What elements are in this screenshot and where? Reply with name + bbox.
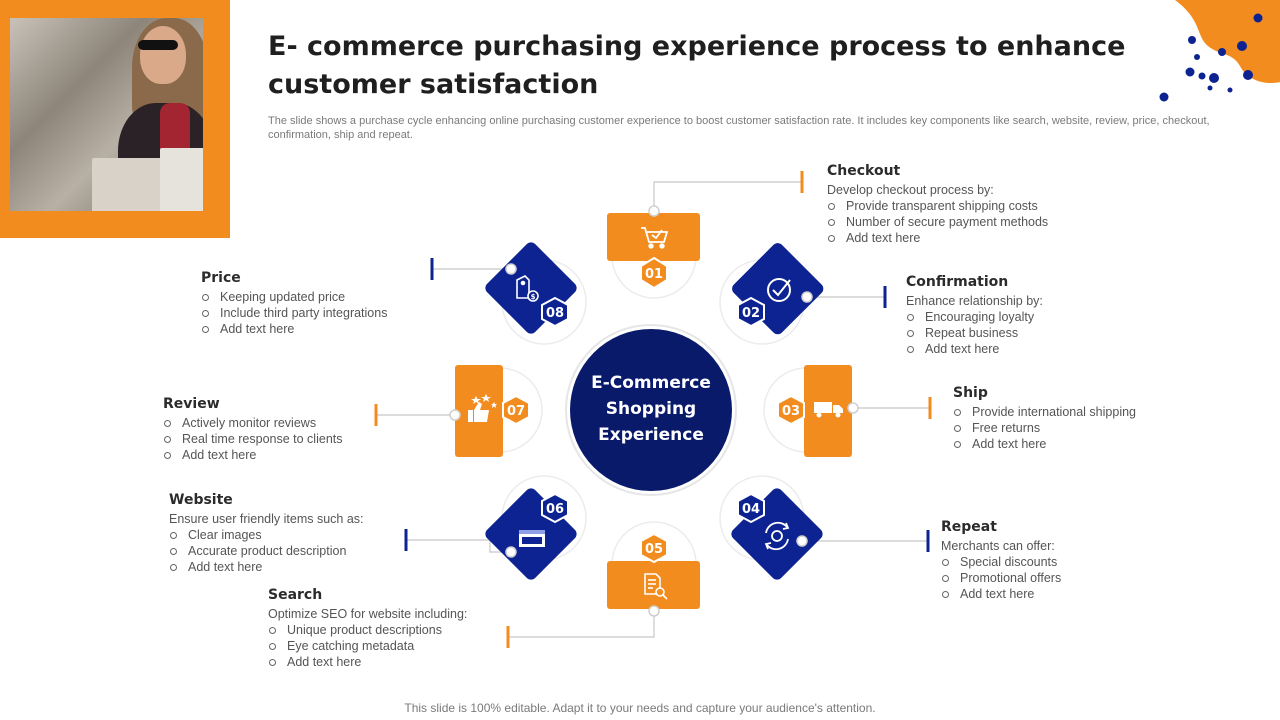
truck-icon [814, 402, 843, 418]
list-item: Include third party integrations [201, 305, 387, 321]
photo-frame [0, 0, 230, 238]
step-title: Website [169, 492, 233, 508]
browser-window-icon [519, 530, 545, 547]
step-intro: Develop checkout process by: [827, 183, 994, 197]
shopping-woman-photo [10, 18, 203, 211]
step-search-block: Search Optimize SEO for website includin… [268, 587, 467, 670]
step-checkout-block: Checkout Develop checkout process by: Pr… [827, 163, 1048, 246]
list-item: Provide transparent shipping costs [827, 198, 1048, 214]
node-03 [777, 365, 859, 457]
list-item: Add text here [163, 447, 343, 463]
step-title: Checkout [827, 163, 901, 179]
list-item: Free returns [953, 420, 1136, 436]
step-number-03: 03 [782, 404, 800, 419]
list-item: Number of secure payment methods [827, 214, 1048, 230]
price-tag-icon [516, 275, 539, 302]
step-intro: Optimize SEO for website including: [268, 607, 468, 621]
step-intro: Merchants can offer: [941, 539, 1055, 553]
cart-check-icon [641, 227, 669, 249]
node-01 [607, 205, 700, 290]
node-07 [449, 365, 530, 457]
step-website-block: Website Ensure user friendly items such … [169, 492, 364, 575]
list-item: Actively monitor reviews [163, 415, 343, 431]
hub-circle [570, 329, 732, 491]
step-title: Price [201, 270, 241, 286]
list-item: Add text here [953, 436, 1136, 452]
step-title: Confirmation [906, 274, 1009, 290]
checkmark-circle-icon [767, 278, 791, 302]
page-subtitle: The slide shows a purchase cycle enhanci… [268, 115, 1210, 141]
refresh-gear-icon [764, 521, 790, 551]
step-title: Search [268, 587, 323, 603]
list-item: Add text here [906, 341, 1043, 357]
step-number-02: 02 [742, 306, 760, 321]
corner-decoration [1159, 0, 1280, 102]
step-review-block: Review Actively monitor reviews Real tim… [163, 396, 343, 463]
step-number-05: 05 [645, 542, 663, 557]
list-item: Clear images [169, 527, 364, 543]
hub-label: E-Commerce Shopping Experience [591, 373, 711, 445]
node-08: $ [485, 242, 577, 334]
list-item: Accurate product description [169, 543, 364, 559]
list-item: Add text here [941, 586, 1061, 602]
list-item: Promotional offers [941, 570, 1061, 586]
step-ship-block: Ship Provide international shipping Free… [953, 385, 1136, 452]
step-title: Repeat [941, 519, 997, 535]
list-item: Special discounts [941, 554, 1061, 570]
step-number-06: 06 [546, 502, 564, 517]
list-item: Provide international shipping [953, 404, 1136, 420]
list-item: Add text here [268, 654, 467, 670]
node-02 [732, 243, 824, 335]
step-number-04: 04 [742, 502, 760, 517]
node-06 [485, 488, 577, 580]
step-title: Review [163, 396, 220, 412]
list-item: Real time response to clients [163, 431, 343, 447]
thumbs-up-stars-icon [468, 394, 497, 422]
step-intro: Ensure user friendly items such as: [169, 512, 364, 526]
page-title: E- commerce purchasing experience proces… [268, 31, 1126, 100]
step-intro: Enhance relationship by: [906, 294, 1043, 308]
list-item: Eye catching metadata [268, 638, 467, 654]
list-item: Repeat business [906, 325, 1043, 341]
step-confirmation-block: Confirmation Enhance relationship by: En… [906, 274, 1043, 357]
step-number-08: 08 [546, 306, 564, 321]
node-04 [731, 488, 823, 580]
step-number-07: 07 [507, 404, 525, 419]
list-item: Unique product descriptions [268, 622, 467, 638]
step-number-01: 01 [645, 267, 663, 282]
step-title: Ship [953, 385, 988, 401]
node-05 [607, 532, 700, 617]
svg-text:$: $ [531, 293, 536, 301]
document-search-icon [644, 573, 668, 600]
list-item: Add text here [827, 230, 1048, 246]
step-price-block: Price Keeping updated price Include thir… [201, 270, 387, 337]
footer-note: This slide is 100% editable. Adapt it to… [404, 701, 876, 715]
list-item: Add text here [169, 559, 364, 575]
list-item: Encouraging loyalty [906, 309, 1043, 325]
list-item: Add text here [201, 321, 387, 337]
list-item: Keeping updated price [201, 289, 387, 305]
step-repeat-block: Repeat Merchants can offer: Special disc… [941, 519, 1061, 602]
